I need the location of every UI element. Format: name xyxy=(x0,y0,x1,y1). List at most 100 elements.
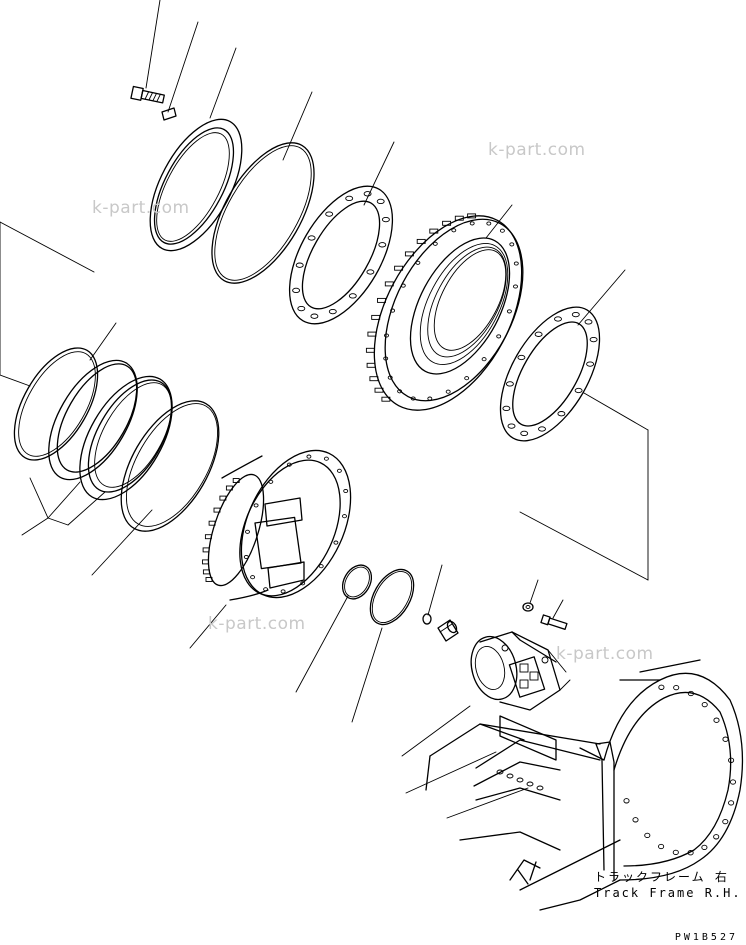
bolt-hole xyxy=(554,316,562,322)
bolt-hole xyxy=(286,462,292,467)
bolt-hole xyxy=(333,540,339,545)
sprocket-tooth xyxy=(454,215,464,221)
sprocket-tooth xyxy=(202,559,209,565)
bolt-hole xyxy=(509,242,515,247)
frame-slot xyxy=(516,777,524,783)
frame-bolt-hole xyxy=(722,736,729,742)
frame-bolt-hole xyxy=(687,850,694,856)
caption-japanese: トラックフレーム 右 xyxy=(594,870,729,884)
spacer-ring-with-holes xyxy=(288,185,394,325)
sprocket-tooth xyxy=(205,577,213,582)
small-o-ring-a xyxy=(341,564,373,600)
frame-slot xyxy=(496,769,504,775)
bolt-top xyxy=(130,85,165,104)
sprocket-tooth xyxy=(232,478,240,483)
bolt-hole xyxy=(366,269,375,275)
seal-ring-b xyxy=(79,375,173,501)
frame-bolt-hole xyxy=(632,817,639,823)
lock-plate xyxy=(161,107,177,121)
sprocket-tooth xyxy=(204,534,212,540)
drawing-code: PW1B527 xyxy=(674,932,738,943)
bolt-hole xyxy=(427,396,433,401)
frame-bolt-hole xyxy=(713,717,720,723)
bolt-hole xyxy=(295,262,304,268)
bolt-hole xyxy=(307,235,316,241)
caption-english: Track Frame R.H. xyxy=(594,886,742,900)
bolt-hole xyxy=(318,564,324,569)
bolt-hole xyxy=(381,216,390,223)
track-frame-rh xyxy=(425,659,744,911)
travel-motor xyxy=(470,631,571,711)
o-ring-large xyxy=(211,142,315,284)
bolt-hole xyxy=(513,261,519,266)
bolt-hole xyxy=(323,456,329,461)
bolt-hole xyxy=(363,191,372,197)
sprocket-tooth xyxy=(202,547,210,553)
bolt-hole xyxy=(378,242,387,248)
bolt-hole xyxy=(557,411,566,417)
watermark: k-part.com xyxy=(92,198,190,218)
frame-bolt-hole xyxy=(713,834,720,840)
bolt-hole xyxy=(584,319,593,325)
frame-bolt-hole xyxy=(701,844,708,851)
frame-bolt-hole xyxy=(701,701,708,708)
frame-bolt-hole xyxy=(658,843,665,850)
sprocket-tooth xyxy=(374,387,384,393)
bolt-hole xyxy=(263,587,269,592)
frame-bolt-hole xyxy=(644,832,651,839)
fitting xyxy=(437,619,459,642)
frame-slot xyxy=(506,773,514,779)
sprocket-tooth xyxy=(208,520,216,526)
watermark: k-part.com xyxy=(556,644,654,664)
bolt-hole xyxy=(574,387,583,394)
sprocket-tooth xyxy=(416,238,426,244)
small-o-ring-b xyxy=(369,568,415,626)
bolt-hole xyxy=(432,241,438,246)
bolt-hole xyxy=(499,228,505,233)
bolt-hole xyxy=(376,198,385,205)
bolt-hole xyxy=(415,260,421,265)
bolt-hole xyxy=(268,479,274,484)
sprocket-tooth xyxy=(384,281,394,287)
frame-bolt-hole xyxy=(623,798,630,804)
bolt-hole xyxy=(243,554,249,560)
bolt-hole xyxy=(505,381,514,387)
sprocket-tooth xyxy=(381,396,391,402)
sprocket-tooth xyxy=(369,376,379,382)
bolt-hole xyxy=(280,589,286,594)
bolt-hole xyxy=(586,361,595,367)
sprocket-tooth xyxy=(429,228,439,234)
bolt-hole xyxy=(310,313,319,319)
bolt-hole xyxy=(328,308,337,315)
sprocket-tooth xyxy=(377,297,386,303)
bolt-hole xyxy=(253,503,259,508)
bolt-hole xyxy=(538,426,546,432)
sprocket-tooth xyxy=(404,251,414,257)
seal-ring-a xyxy=(48,359,138,481)
bolt-hole xyxy=(297,305,306,312)
bolt-hole xyxy=(517,354,526,361)
sprocket-tooth xyxy=(467,213,477,219)
sprocket-tooth xyxy=(367,331,377,337)
bolt-hole xyxy=(250,575,256,580)
bolt-hole xyxy=(571,311,580,318)
sprocket-tooth xyxy=(371,314,381,320)
bolt-hole xyxy=(390,308,396,313)
bolt-hole xyxy=(534,331,543,337)
frame-slot xyxy=(536,785,544,791)
retainer-ring-with-holes xyxy=(499,306,601,442)
bolt-hole xyxy=(445,389,451,394)
bolt-hole xyxy=(464,376,470,381)
frame-bolt-hole xyxy=(722,818,729,825)
floating-seal-ring xyxy=(149,118,243,252)
bolt-hole xyxy=(513,284,518,289)
bolt-hole xyxy=(400,283,406,288)
gear-carrier-housing xyxy=(202,449,352,601)
o-ring-left xyxy=(120,400,220,532)
bolt-hole xyxy=(469,221,475,226)
bolt-hole xyxy=(589,336,598,343)
bolt-hole xyxy=(451,228,457,233)
leader-lines xyxy=(0,0,649,819)
